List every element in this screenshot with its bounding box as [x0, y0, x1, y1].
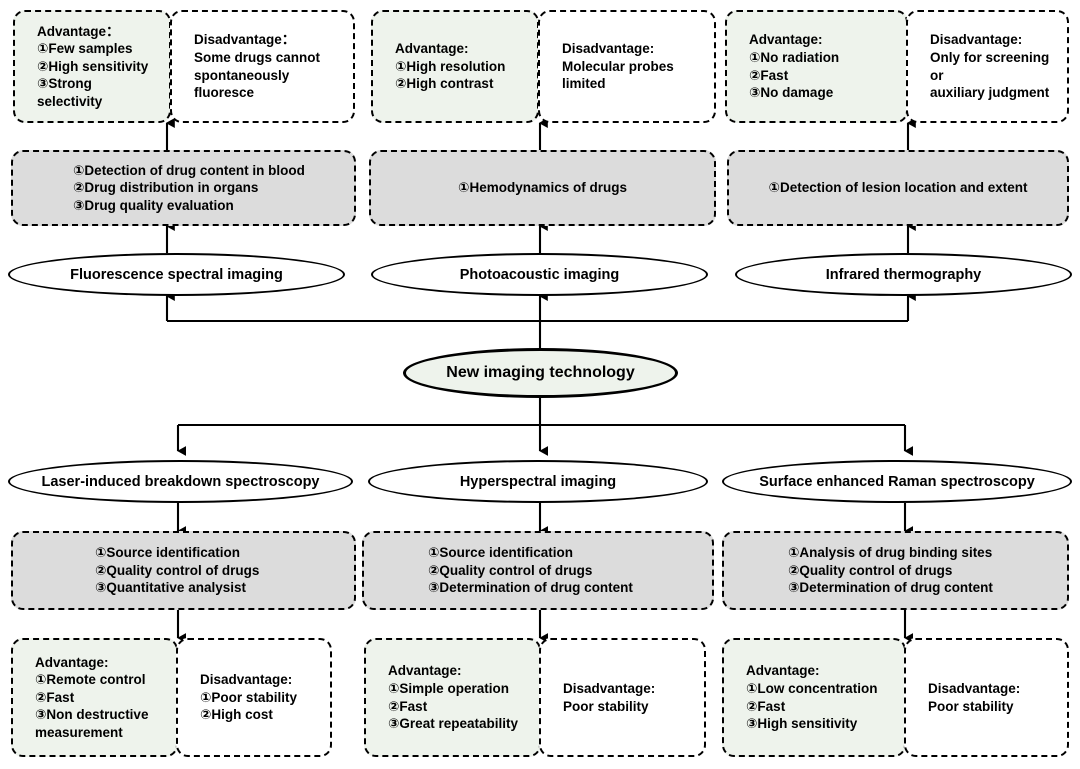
ellipse-label: Photoacoustic imaging — [459, 266, 620, 283]
advantage-box-infrared: Advantage: ①No radiation ②Fast ③No damag… — [725, 10, 908, 123]
disadvantage-text: Disadvantage: ①Poor stability ②High cost — [200, 672, 297, 723]
advantage-text: Advantage: ①Remote control ②Fast ③Non de… — [35, 654, 149, 740]
ellipse-photoacoustic-imaging[interactable]: Photoacoustic imaging — [371, 253, 708, 296]
ellipse-laser-induced-breakdown-spectroscopy[interactable]: Laser-induced breakdown spectroscopy — [8, 460, 353, 503]
advantage-box-photoacoustic: Advantage: ①High resolution ②High contra… — [371, 10, 539, 123]
disadvantage-text: Disadvantage: Only for screening or auxi… — [930, 32, 1050, 101]
disadvantage-box-photoacoustic: Disadvantage: Molecular probes limited — [538, 10, 716, 123]
ellipse-infrared-thermography[interactable]: Infrared thermography — [735, 253, 1072, 296]
disadvantage-text: Disadvantage: Poor stability — [928, 680, 1021, 714]
applications-text: ①Detection of lesion location and extent — [768, 180, 1028, 196]
applications-text: ①Source identification ②Quality control … — [428, 545, 633, 596]
ellipse-surface-enhanced-raman-spectroscopy[interactable]: Surface enhanced Raman spectroscopy — [722, 460, 1072, 503]
applications-box-infrared: ①Detection of lesion location and extent — [727, 150, 1069, 226]
applications-box-sers: ①Analysis of drug binding sites ②Quality… — [722, 531, 1069, 610]
advantage-box-sers: Advantage: ①Low concentration ②Fast ③Hig… — [722, 638, 906, 757]
advantage-text: Advantage: ①Simple operation ②Fast ③Grea… — [388, 663, 518, 732]
advantage-box-libs: Advantage: ①Remote control ②Fast ③Non de… — [11, 638, 178, 757]
applications-box-fluorescence: ①Detection of drug content in blood ②Dru… — [11, 150, 356, 226]
ellipse-label: Hyperspectral imaging — [459, 473, 617, 490]
applications-box-hyperspectral: ①Source identification ②Quality control … — [362, 531, 714, 610]
advantage-text: Advantage: ①Low concentration ②Fast ③Hig… — [746, 663, 878, 732]
applications-text: ①Detection of drug content in blood ②Dru… — [73, 162, 305, 213]
applications-box-libs: ①Source identification ②Quality control … — [11, 531, 356, 610]
disadvantage-box-infrared: Disadvantage: Only for screening or auxi… — [906, 10, 1069, 123]
root-ellipse-new-imaging-technology[interactable]: New imaging technology — [403, 348, 678, 398]
disadvantage-box-libs: Disadvantage: ①Poor stability ②High cost — [176, 638, 332, 757]
advantage-text: Advantage： ①Few samples ②High sensitivit… — [37, 23, 149, 109]
disadvantage-text: Disadvantage： Some drugs cannot spontane… — [194, 32, 321, 101]
advantage-text: Advantage: ①High resolution ②High contra… — [395, 41, 506, 92]
applications-text: ①Hemodynamics of drugs — [458, 180, 627, 196]
disadvantage-text: Disadvantage: Poor stability — [563, 680, 656, 714]
disadvantage-box-fluorescence: Disadvantage： Some drugs cannot spontane… — [170, 10, 355, 123]
root-label: New imaging technology — [446, 364, 635, 381]
ellipse-hyperspectral-imaging[interactable]: Hyperspectral imaging — [368, 460, 708, 503]
ellipse-label: Surface enhanced Raman spectroscopy — [759, 473, 1035, 490]
advantage-box-hyperspectral: Advantage: ①Simple operation ②Fast ③Grea… — [364, 638, 541, 757]
advantage-text: Advantage: ①No radiation ②Fast ③No damag… — [749, 32, 840, 101]
ellipse-fluorescence-spectral-imaging[interactable]: Fluorescence spectral imaging — [8, 253, 345, 296]
disadvantage-text: Disadvantage: Molecular probes limited — [562, 41, 674, 92]
disadvantage-box-hyperspectral: Disadvantage: Poor stability — [539, 638, 706, 757]
ellipse-label: Laser-induced breakdown spectroscopy — [41, 473, 320, 490]
disadvantage-box-sers: Disadvantage: Poor stability — [904, 638, 1069, 757]
applications-box-photoacoustic: ①Hemodynamics of drugs — [369, 150, 716, 226]
applications-text: ①Analysis of drug binding sites ②Quality… — [788, 545, 993, 596]
applications-text: ①Source identification ②Quality control … — [95, 545, 260, 596]
advantage-box-fluorescence: Advantage： ①Few samples ②High sensitivit… — [13, 10, 171, 123]
ellipse-label: Fluorescence spectral imaging — [70, 266, 283, 283]
ellipse-label: Infrared thermography — [825, 266, 982, 283]
